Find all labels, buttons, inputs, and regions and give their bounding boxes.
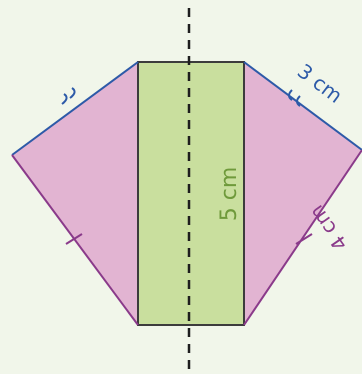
rectangle-height-label: 5 cm: [217, 167, 242, 222]
double-tick-icon: [61, 87, 76, 105]
left-triangle: [12, 62, 138, 325]
right-triangle: [244, 62, 362, 325]
right-lower-edge: [243, 149, 362, 326]
right-upper-edge: [243, 61, 362, 151]
left-upper-edge: [11, 61, 139, 156]
left-lower-edge: [11, 154, 139, 326]
single-tick-icon: [295, 233, 313, 245]
double-tick-icon: [288, 89, 301, 107]
central-rectangle: [137, 61, 245, 326]
single-tick-icon: [65, 233, 83, 245]
